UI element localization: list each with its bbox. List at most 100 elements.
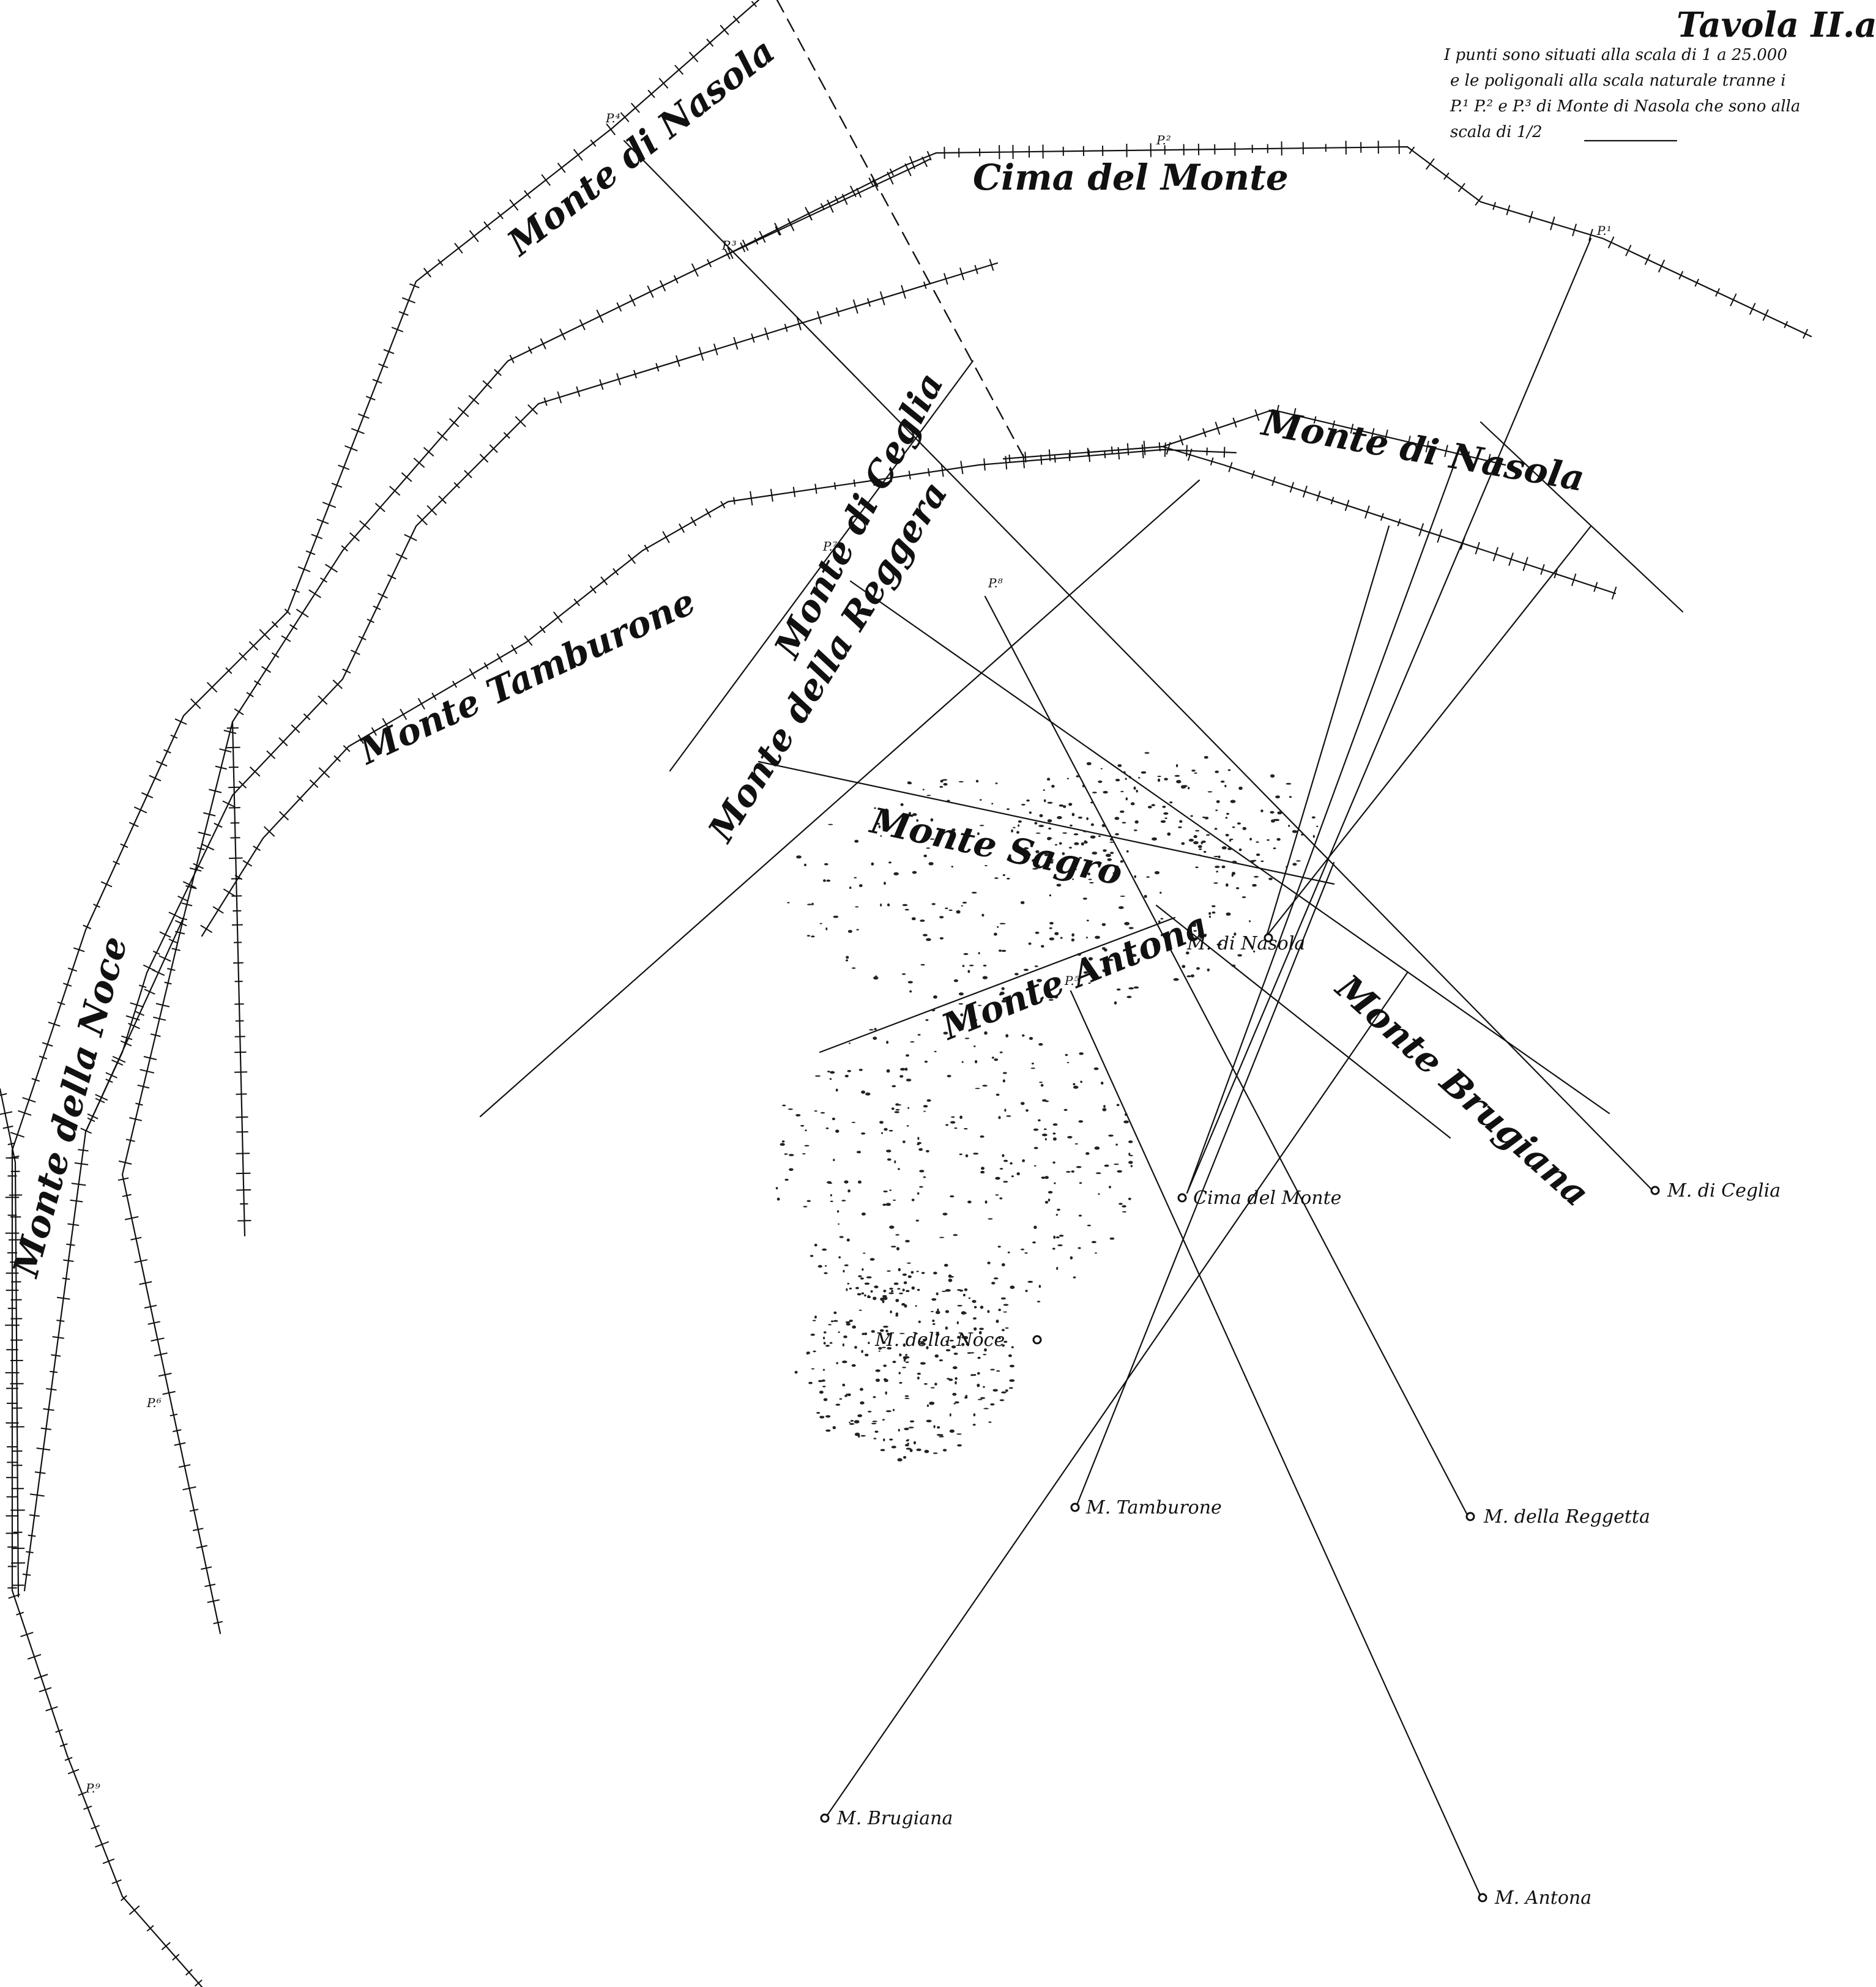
spot-height-mark	[846, 1323, 851, 1326]
spot-height-mark	[907, 1443, 910, 1444]
traverse-tick	[959, 267, 965, 281]
spot-height-mark	[855, 1287, 859, 1290]
spot-height-mark	[951, 1116, 955, 1118]
traverse-tick	[34, 1674, 48, 1680]
spot-height-mark	[1208, 912, 1212, 915]
spot-height-mark	[845, 1321, 851, 1323]
spot-height-mark	[822, 1379, 825, 1382]
spot-height-mark	[804, 863, 806, 866]
spot-height-mark	[1067, 875, 1072, 877]
spot-height-mark	[880, 835, 882, 837]
traverse-tick	[1550, 216, 1555, 231]
traverse-tick	[1179, 435, 1184, 446]
traverse-third	[84, 262, 999, 1133]
spot-height-mark	[907, 1275, 912, 1279]
traverse-tick	[338, 464, 350, 470]
traverse-tick	[727, 247, 734, 259]
traverse-tick	[331, 482, 343, 488]
spot-height-mark	[1129, 776, 1131, 779]
spot-height-mark	[1182, 965, 1186, 968]
traverse-tick	[308, 589, 321, 598]
spot-height-mark	[1044, 853, 1049, 856]
spot-height-mark	[968, 1297, 971, 1299]
traverse-tick	[59, 1743, 68, 1747]
traverse-tick	[74, 1162, 89, 1165]
spot-height-mark	[981, 1167, 985, 1170]
traverse-tick	[383, 349, 395, 354]
spot-height-mark	[916, 1448, 921, 1451]
ray-antona-line	[819, 916, 1176, 1053]
spot-height-mark	[1086, 964, 1091, 965]
spot-height-mark	[907, 981, 914, 984]
spot-height-mark	[888, 861, 891, 864]
spot-height-mark	[1091, 1241, 1096, 1244]
traverse-tick	[50, 1370, 58, 1373]
spot-height-mark	[916, 819, 919, 822]
spot-height-mark	[899, 1332, 905, 1334]
traverse-tick	[391, 327, 404, 333]
spot-height-mark	[823, 879, 826, 882]
spot-height-mark	[882, 1203, 887, 1206]
traverse-tick	[73, 947, 85, 953]
traverse-tick	[36, 1447, 51, 1451]
spot-height-mark	[1066, 1061, 1070, 1063]
spot-height-mark	[958, 1003, 964, 1005]
traverse-tick	[343, 745, 351, 752]
point-mark-p2: P.²	[1156, 133, 1171, 147]
spot-height-mark	[939, 1436, 944, 1438]
spot-height-mark	[854, 1346, 857, 1349]
spot-height-mark	[865, 1353, 869, 1357]
traverse-tick	[904, 163, 912, 177]
station-marker	[1478, 1893, 1487, 1903]
ray-antona-to-station	[1070, 990, 1482, 1898]
station-m-antona: M. Antona	[1478, 1887, 1591, 1909]
spot-height-mark	[1051, 859, 1054, 861]
spot-height-mark	[1100, 768, 1103, 770]
station-label: M. Antona	[1494, 1887, 1591, 1909]
spot-height-mark	[841, 1200, 846, 1201]
spot-height-mark	[1074, 842, 1079, 845]
traverse-tick	[1397, 518, 1401, 527]
spot-height-mark	[1185, 951, 1189, 955]
traverse-tick	[161, 1942, 171, 1950]
spot-height-mark	[911, 1198, 915, 1201]
spot-height-mark	[858, 1180, 862, 1184]
spot-height-mark	[1020, 901, 1025, 904]
traverse-tick	[29, 1493, 45, 1497]
spot-height-mark	[1090, 823, 1094, 826]
spot-height-mark	[972, 1424, 976, 1426]
traverse-tick	[26, 1551, 34, 1553]
spot-height-mark	[860, 1401, 865, 1405]
traverse-tick	[573, 598, 580, 606]
traverse-tick	[167, 968, 176, 971]
traverse-tick	[527, 346, 532, 354]
spot-height-mark	[1067, 1135, 1073, 1138]
spot-height-mark	[925, 1019, 929, 1021]
spot-height-mark	[828, 1324, 832, 1326]
spot-height-mark	[983, 1408, 989, 1409]
spot-height-mark	[1115, 779, 1120, 782]
traverse-tick	[901, 284, 906, 299]
spot-height-mark	[904, 1395, 909, 1397]
traverse-tick	[449, 418, 460, 428]
spot-height-mark	[933, 1271, 937, 1275]
spot-height-mark	[1213, 856, 1219, 858]
spot-height-mark	[861, 1213, 866, 1216]
traverse-tick	[557, 162, 566, 173]
spot-height-mark	[784, 1153, 788, 1155]
traverse-tick	[164, 981, 172, 985]
spot-height-mark	[874, 807, 876, 809]
traverse-tick	[382, 718, 390, 731]
traverse-tick	[57, 1001, 65, 1006]
traverse-tick	[464, 470, 472, 478]
traverse-tick	[159, 931, 171, 938]
traverse-tick	[325, 563, 338, 573]
spot-height-mark	[951, 1345, 956, 1349]
spot-height-mark	[844, 1074, 849, 1078]
spot-height-mark	[964, 1288, 968, 1291]
spot-height-mark	[823, 1337, 825, 1340]
traverse-tick	[437, 431, 448, 441]
spot-height-mark	[883, 1190, 888, 1193]
traverse-tick	[63, 1259, 74, 1262]
spot-height-mark	[867, 1411, 872, 1413]
